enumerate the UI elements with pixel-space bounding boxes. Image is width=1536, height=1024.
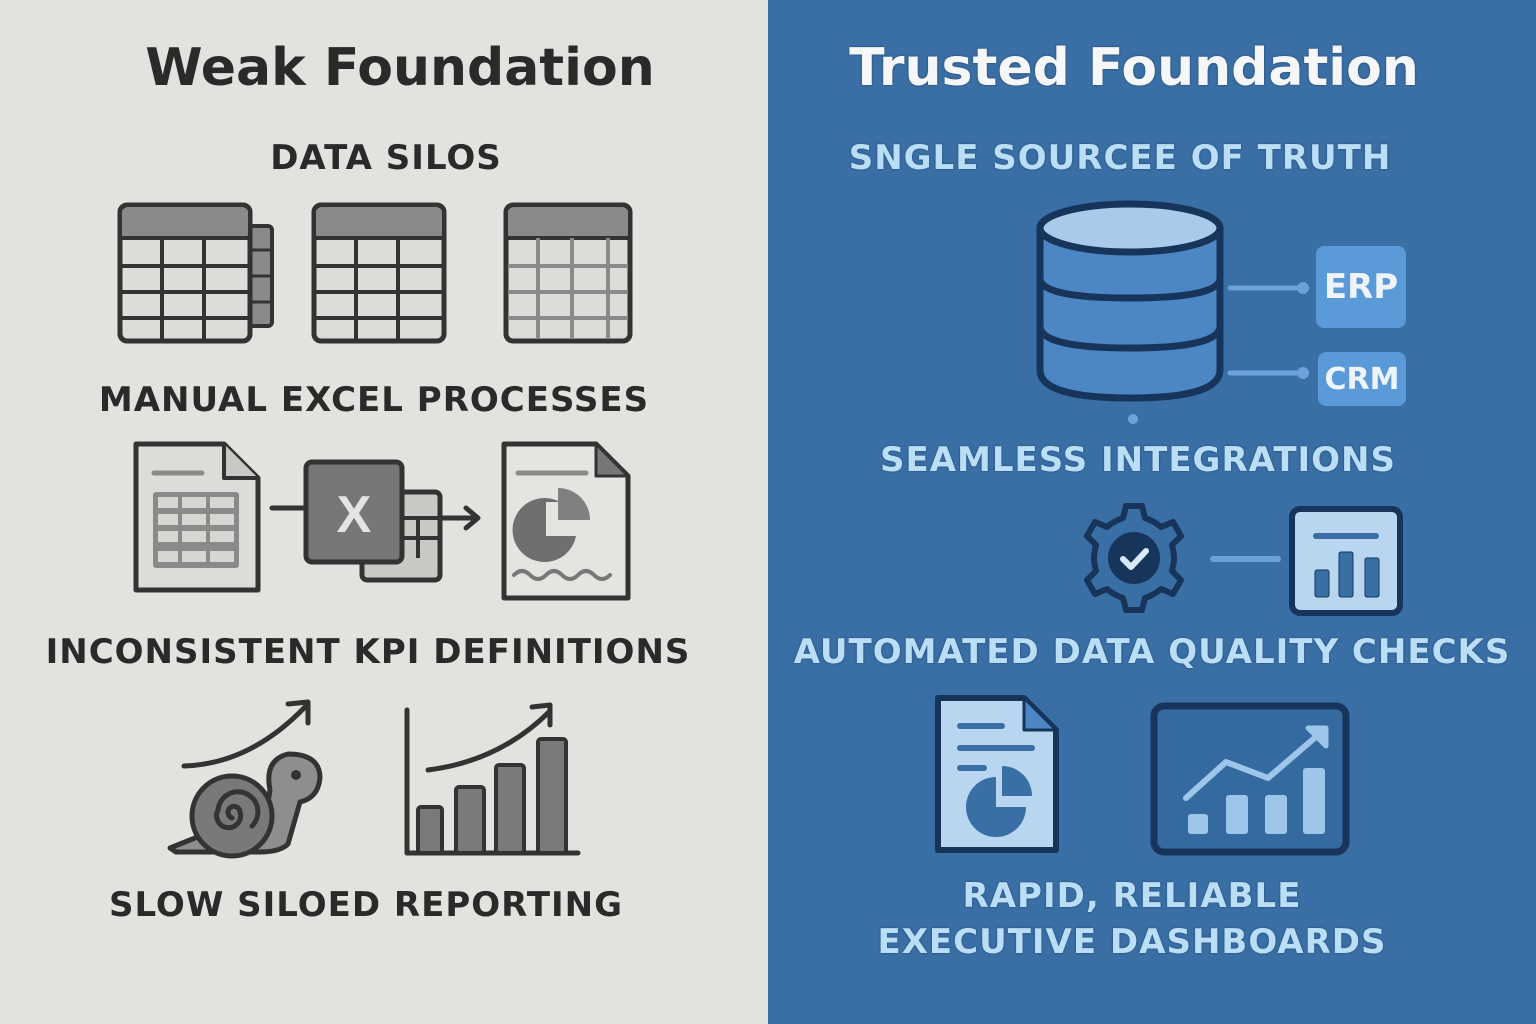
- data-quality-diagram: [1084, 503, 1403, 616]
- section-label-single-source: SNGLE SOURCEE OF TRUTH: [848, 138, 1392, 178]
- section-label-slow-reporting: SLOW SILOED REPORTING: [108, 885, 624, 925]
- excel-icon: X: [303, 459, 443, 583]
- growth-arrow-icon: [425, 708, 553, 773]
- left-panel-title: Weak Foundation: [145, 38, 655, 98]
- section-label-inconsistent-kpi: INCONSISTENT KPI DEFINITIONS: [45, 632, 691, 672]
- executive-dashboard-diagram: [935, 695, 1350, 856]
- section-label-data-silos: DATA SILOS: [270, 138, 502, 178]
- spreadsheet-table-icon: [311, 202, 447, 344]
- section-label-manual-excel: MANUAL EXCEL PROCESSES: [98, 380, 650, 420]
- snail-icon: [167, 699, 323, 859]
- crm-integration-tile: CRM: [1318, 352, 1406, 406]
- bar-chart-icon: [404, 702, 581, 856]
- right-panel-trusted-foundation: Trusted Foundation SNGLE SOURCEE OF TRUT…: [768, 0, 1536, 1024]
- spreadsheet-document-icon: [133, 441, 261, 593]
- bar-chart-card-icon: [1289, 506, 1403, 616]
- right-panel-title: Trusted Foundation: [849, 38, 1419, 98]
- database-icon: [1036, 200, 1224, 402]
- connector-dot: [1128, 414, 1138, 424]
- section-label-rapid-reliable: RAPID, RELIABLE: [962, 876, 1302, 916]
- left-panel-weak-foundation: Weak Foundation DATA SILOS M: [0, 0, 768, 1024]
- svg-text:X: X: [337, 486, 372, 544]
- erp-integration-tile: ERP: [1316, 246, 1406, 328]
- manual-excel-flow: X: [133, 441, 631, 601]
- database-integration-diagram: [1036, 200, 1309, 424]
- report-document-icon: [501, 441, 631, 601]
- dashboard-trend-icon: [1150, 702, 1350, 856]
- spreadsheet-table-icon: [503, 202, 633, 344]
- section-label-seamless-integrations: SEAMLESS INTEGRATIONS: [879, 440, 1397, 480]
- arrow-right-icon: [439, 505, 481, 531]
- report-document-icon: [935, 695, 1059, 853]
- spreadsheet-table-icon: [117, 202, 274, 344]
- gear-check-icon: [1084, 503, 1184, 613]
- section-label-executive-dashboards: EXECUTIVE DASHBOARDS: [877, 922, 1387, 962]
- growth-arrow-icon: [181, 704, 308, 769]
- section-label-data-quality: AUTOMATED DATA QUALITY CHECKS: [793, 632, 1511, 672]
